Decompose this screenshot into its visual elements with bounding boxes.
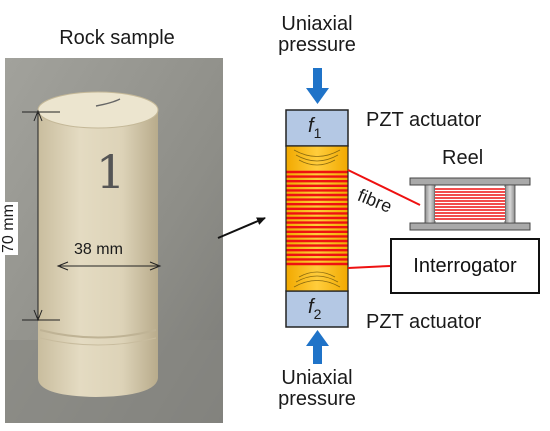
frequency-symbol-bottom: f [308,296,314,318]
height-dimension-label: 70 mm [0,202,18,255]
bottom-acoustic-waves [293,271,341,288]
wave-line [298,159,336,166]
width-arrow-right [149,261,162,271]
reel-windings [435,188,505,220]
wave-line [298,271,336,278]
frequency-symbol-top: f [308,115,314,137]
pzt-actuator-top [285,109,349,147]
rock-band-line-2 [39,337,157,346]
bottom-pressure-label: Uniaxial pressure [278,367,356,410]
frequency-label-bottom: f2 [308,296,321,322]
actuator-top-label: PZT actuator [366,109,482,131]
pressure-arrow-top-head [306,88,329,104]
rock-sample-photo [5,58,223,423]
frequency-label-top: f1 [308,115,321,141]
wave-line [295,154,339,162]
reel-label: Reel [442,147,484,169]
interrogator-box: Interrogator [390,238,540,294]
rock-top-marking [95,98,121,107]
top-acoustic-waves [293,149,341,166]
frequency-subscript-top: 1 [313,125,322,141]
rock-sample-title: Rock sample [59,27,175,49]
wave-line [293,280,341,288]
pressure-arrow-bottom-head [306,330,329,346]
fibre-to-reel [347,169,421,206]
wave-line [293,149,341,157]
reel-top-flange [409,177,531,186]
width-dimension-label: 38 mm [74,241,123,258]
dimension-lines [22,109,162,322]
pressure-arrow-bottom-shaft [313,344,322,364]
sensing-sample [285,145,349,292]
rock-band-line [39,329,157,339]
pressure-arrow-top-shaft [313,68,322,90]
pzt-actuator-bottom [285,290,349,328]
fibre-reel [409,177,531,231]
rock-cylinder-top [37,91,159,129]
photo-to-diagram-arrow [217,217,266,239]
width-arrow-left [56,261,69,271]
frequency-subscript-bottom: 2 [313,306,322,322]
actuator-bottom-label: PZT actuator [366,311,482,333]
reel-left-cheek [424,184,436,224]
fibre-windings [286,170,348,266]
fibre-to-interrogator [347,265,391,269]
sample-outline [285,145,349,292]
pressure-arrow-bottom [306,330,329,364]
sample-marking: 1 [96,145,126,199]
rock-cylinder-body [38,110,158,397]
reel-bottom-flange [409,222,531,231]
height-arrow-top [33,109,43,122]
interrogator-label: Interrogator [413,254,517,277]
top-pressure-label: Uniaxial pressure [278,13,356,56]
reel-right-cheek [504,184,516,224]
pressure-arrow-top [306,68,329,104]
wave-line [295,275,339,283]
